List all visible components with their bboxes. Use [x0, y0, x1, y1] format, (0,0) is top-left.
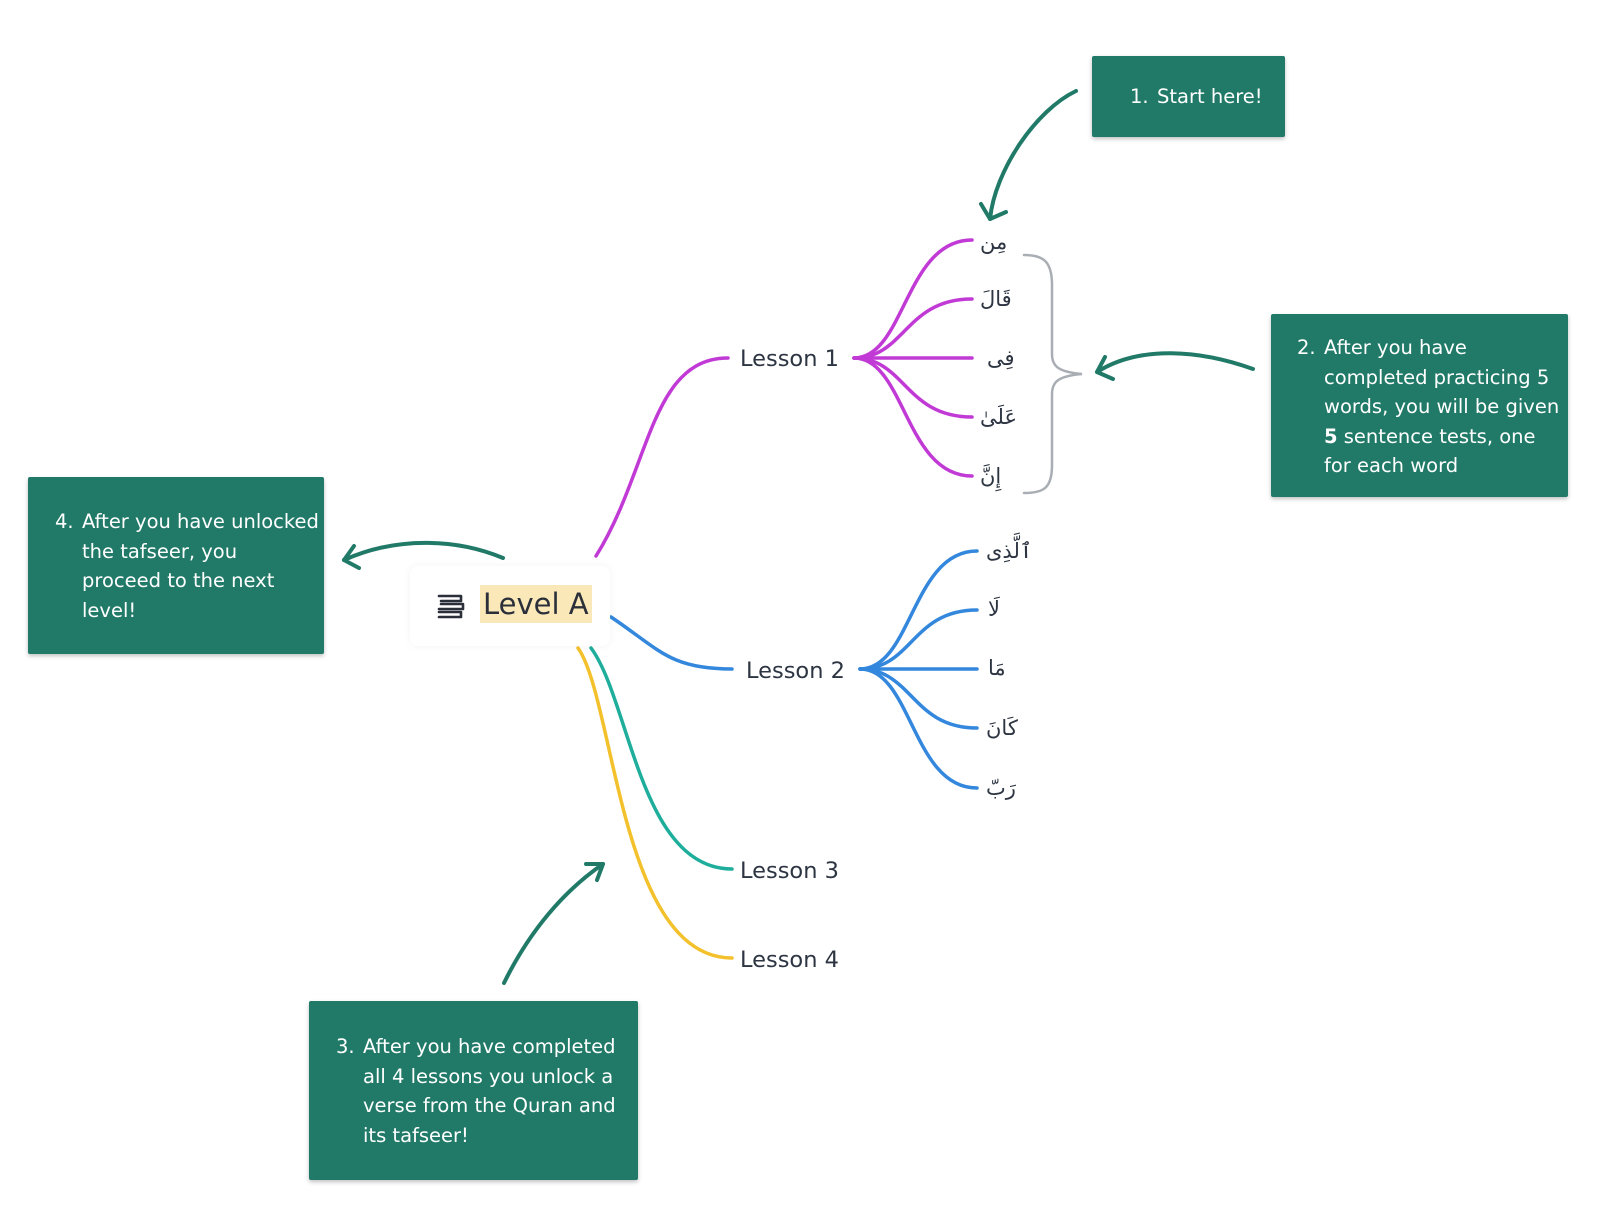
arrowhead-to-bracket [1095, 355, 1115, 381]
note-text: Start here! [1157, 85, 1263, 108]
word-node[interactable]: إِنَّ [980, 464, 1002, 488]
lesson-1-node[interactable]: Lesson 1 [740, 344, 839, 374]
branch-word-4 [852, 356, 974, 419]
word-node[interactable]: كَانَ [986, 716, 1018, 740]
arrowhead-to-note-4 [342, 544, 361, 570]
word-node[interactable]: عَلَىٰ [980, 405, 1017, 429]
note-text: After you have unlocked the tafseer, you… [82, 510, 319, 622]
word-node[interactable]: ٱلَّذِى [986, 539, 1033, 563]
branch-word-1 [852, 238, 974, 360]
note-start-here[interactable]: 1. Start here! [1092, 56, 1285, 137]
branch-word-6 [858, 549, 979, 671]
lesson-label: Lesson 1 [740, 346, 839, 372]
note-number: 3. [336, 1035, 355, 1058]
lesson-3-node[interactable]: Lesson 3 [740, 856, 839, 886]
note-number: 2. [1297, 336, 1316, 359]
arrow-to-note-4 [342, 540, 505, 562]
note-text: After you have completed all 4 lessons y… [363, 1035, 616, 1147]
topic-stack-icon [437, 594, 465, 619]
word-node[interactable]: مِن [980, 230, 1008, 254]
branch-word-2 [852, 297, 974, 360]
arrow-to-first-word [988, 89, 1078, 221]
root-node[interactable]: Level A [410, 566, 610, 646]
note-number: 1. [1130, 85, 1149, 108]
word-node[interactable]: مَا [988, 656, 1006, 680]
note-text-bold: 5 [1324, 424, 1338, 448]
branch-word-9 [858, 667, 979, 730]
lesson-label: Lesson 4 [740, 947, 839, 973]
arrow-to-lessons [502, 862, 605, 985]
note-text: After you have completed practicing 5 wo… [1324, 333, 1560, 481]
note-unlock-verse[interactable]: 3. After you have completed all 4 lesson… [309, 1001, 638, 1180]
lesson-4-node[interactable]: Lesson 4 [740, 945, 839, 975]
root-label: Level A [480, 585, 592, 623]
note-next-level[interactable]: 4. After you have unlocked the tafseer, … [28, 477, 324, 654]
note-sentence-tests[interactable]: 2. After you have completed practicing 5… [1271, 314, 1568, 497]
connector-lesson-4 [576, 646, 734, 960]
lesson-2-node[interactable]: Lesson 2 [746, 656, 845, 686]
note-text-part: After you have completed practicing 5 wo… [1324, 336, 1560, 418]
arrowhead-to-first-word [979, 202, 1008, 221]
connector-lesson-1 [594, 356, 730, 558]
branch-word-10 [858, 667, 979, 790]
word-node[interactable]: رَبّ [986, 776, 1016, 800]
word-node[interactable]: فِى [987, 346, 1015, 370]
lesson-label: Lesson 2 [746, 658, 845, 684]
note-number: 4. [55, 510, 74, 533]
note-text-part: sentence tests, one for each word [1324, 424, 1536, 478]
connector-lesson-2 [609, 615, 734, 671]
word-node[interactable]: قَالَ [980, 287, 1012, 311]
arrow-to-bracket [1095, 351, 1255, 374]
connector-lesson-3 [589, 646, 734, 871]
branch-word-7 [858, 608, 979, 671]
arrowhead-to-lessons [584, 862, 605, 882]
branch-word-5 [852, 356, 974, 478]
summary-bracket [1022, 253, 1083, 495]
lesson-label: Lesson 3 [740, 858, 839, 884]
word-node[interactable]: لَا [988, 597, 1000, 621]
